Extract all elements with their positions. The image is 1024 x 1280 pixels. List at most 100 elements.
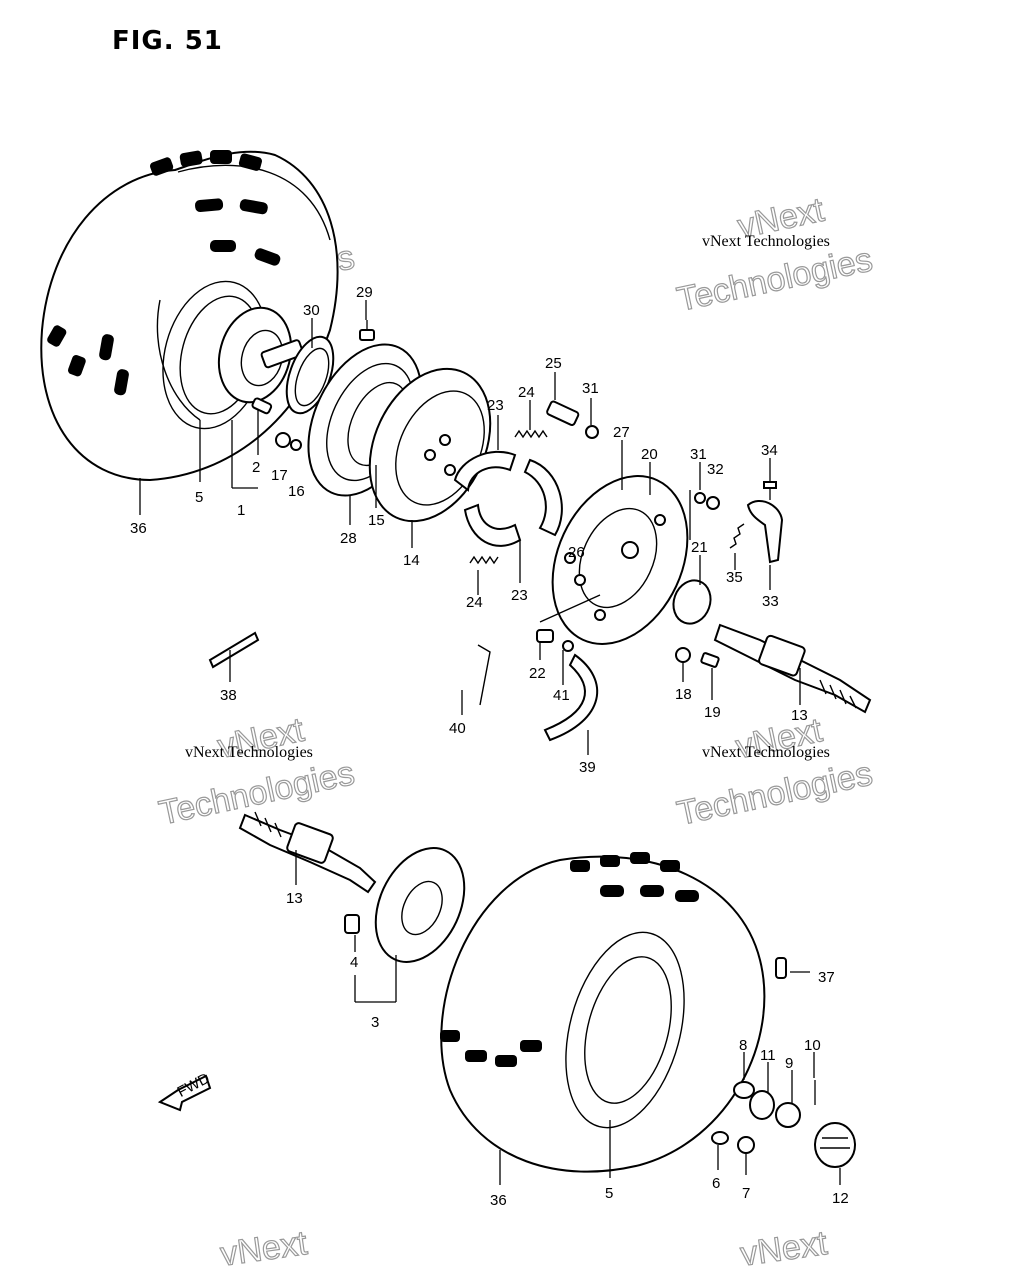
nut-9 bbox=[775, 1102, 801, 1128]
washer-18 bbox=[675, 647, 691, 663]
callout-32: 32 bbox=[707, 461, 724, 478]
callout-23-bottom: 23 bbox=[511, 587, 528, 604]
leader-lines bbox=[139, 300, 841, 1185]
hose-39 bbox=[543, 653, 599, 742]
callout-41: 41 bbox=[553, 687, 570, 704]
callout-12: 12 bbox=[832, 1190, 849, 1207]
watermark-bottom: vNext vNext bbox=[217, 1223, 830, 1274]
callout-16: 16 bbox=[288, 483, 305, 500]
bolt-2 bbox=[251, 397, 273, 415]
callout-21: 21 bbox=[691, 539, 708, 556]
shaft-13-lower bbox=[238, 811, 377, 894]
callout-17: 17 bbox=[271, 467, 288, 484]
callout-24-bottom: 24 bbox=[466, 594, 483, 611]
watermark-top-right: vNext vNext Technologies Technologies bbox=[673, 190, 876, 319]
callout-25: 25 bbox=[545, 355, 562, 372]
callout-7: 7 bbox=[742, 1185, 750, 1202]
callout-27: 27 bbox=[613, 424, 630, 441]
cap-12 bbox=[814, 1122, 856, 1168]
callout-2: 2 bbox=[252, 459, 260, 476]
callout-11: 11 bbox=[760, 1047, 776, 1064]
washer-16 bbox=[290, 439, 302, 451]
callout-23-top: 23 bbox=[487, 397, 504, 414]
figure-title: FIG. 51 bbox=[112, 26, 223, 56]
callout-26: 26 bbox=[568, 544, 585, 561]
callout-31-a: 31 bbox=[582, 380, 599, 397]
callout-38: 38 bbox=[220, 687, 237, 704]
watermark-mid-right: vNext vNext Technologies Technologies bbox=[673, 711, 876, 834]
callout-24-top: 24 bbox=[518, 384, 535, 401]
spring-24-top bbox=[514, 429, 548, 439]
callout-13-lower: 13 bbox=[286, 890, 303, 907]
callout-35: 35 bbox=[726, 569, 743, 586]
callout-29: 29 bbox=[356, 284, 373, 301]
bolt-19 bbox=[700, 652, 720, 668]
callout-36-upper: 36 bbox=[130, 520, 147, 537]
brake-shoe-23 bbox=[453, 450, 563, 547]
lower-tire bbox=[440, 852, 766, 1173]
watermark-tech: Technologies bbox=[674, 755, 876, 833]
callout-18: 18 bbox=[675, 686, 692, 703]
watermark-tech: Technologies bbox=[674, 241, 876, 319]
callout-31-b: 31 bbox=[690, 446, 707, 463]
callout-5-upper: 5 bbox=[195, 489, 203, 506]
bolt-26 bbox=[564, 552, 576, 564]
shaft-13-upper bbox=[713, 623, 872, 714]
callout-33: 33 bbox=[762, 593, 779, 610]
bushing-22 bbox=[536, 629, 554, 643]
clip-41 bbox=[562, 640, 574, 652]
callout-34: 34 bbox=[761, 442, 778, 459]
washer-8 bbox=[733, 1081, 755, 1099]
callout-36-lower: 36 bbox=[490, 1192, 507, 1209]
tire-tread-top bbox=[47, 150, 281, 396]
bracket-40 bbox=[477, 644, 491, 706]
oring-31-b bbox=[694, 492, 706, 504]
lower-rim-5 bbox=[565, 931, 685, 1129]
bolt-4 bbox=[344, 914, 360, 934]
callout-20: 20 bbox=[641, 446, 658, 463]
callout-1: 1 bbox=[237, 502, 245, 519]
washer-6 bbox=[711, 1131, 729, 1145]
hub-1 bbox=[217, 306, 304, 404]
callout-22: 22 bbox=[529, 665, 546, 682]
callout-37: 37 bbox=[818, 969, 835, 986]
washer-32 bbox=[706, 496, 720, 510]
callout-14: 14 bbox=[403, 552, 420, 569]
watermark-next: vNext bbox=[218, 1224, 310, 1274]
spring-24-bottom bbox=[469, 555, 499, 565]
screw-29 bbox=[359, 320, 375, 341]
tire-tread-lower bbox=[440, 852, 699, 1067]
watermark-text: vNext Technologies bbox=[185, 744, 313, 761]
watermark-text: vNext Technologies bbox=[702, 744, 830, 761]
washer-11 bbox=[749, 1090, 775, 1120]
upper-tire bbox=[40, 150, 339, 482]
callout-28: 28 bbox=[340, 530, 357, 547]
pin-38 bbox=[208, 631, 260, 669]
callout-4: 4 bbox=[350, 954, 358, 971]
nut-17 bbox=[275, 432, 291, 448]
callout-39: 39 bbox=[579, 759, 596, 776]
callout-13-upper: 13 bbox=[791, 707, 808, 724]
backing-plate-20 bbox=[551, 475, 689, 645]
callout-40: 40 bbox=[449, 720, 466, 737]
watermark-mid-left: vNext vNext Technologies Technologies bbox=[155, 710, 358, 833]
nut-7 bbox=[737, 1136, 755, 1154]
callout-15: 15 bbox=[368, 512, 385, 529]
callout-19: 19 bbox=[704, 704, 721, 721]
valve-37 bbox=[775, 957, 787, 979]
callout-3: 3 bbox=[371, 1014, 379, 1031]
watermark-next: vNext bbox=[738, 1224, 830, 1274]
hub-3 bbox=[374, 847, 466, 963]
callout-6: 6 bbox=[712, 1175, 720, 1192]
callout-8: 8 bbox=[739, 1037, 747, 1054]
cam-25 bbox=[546, 400, 580, 426]
callout-labels: 1 2 3 4 5 5 6 7 8 9 10 11 12 13 13 14 15… bbox=[130, 284, 849, 1209]
lever-33 bbox=[746, 500, 784, 564]
bolt-34 bbox=[763, 481, 777, 500]
callout-30: 30 bbox=[303, 302, 320, 319]
oring-31-a bbox=[585, 425, 599, 439]
spring-35 bbox=[729, 523, 745, 549]
fwd-arrow: FWD bbox=[157, 1070, 213, 1112]
callout-10: 10 bbox=[804, 1037, 821, 1054]
